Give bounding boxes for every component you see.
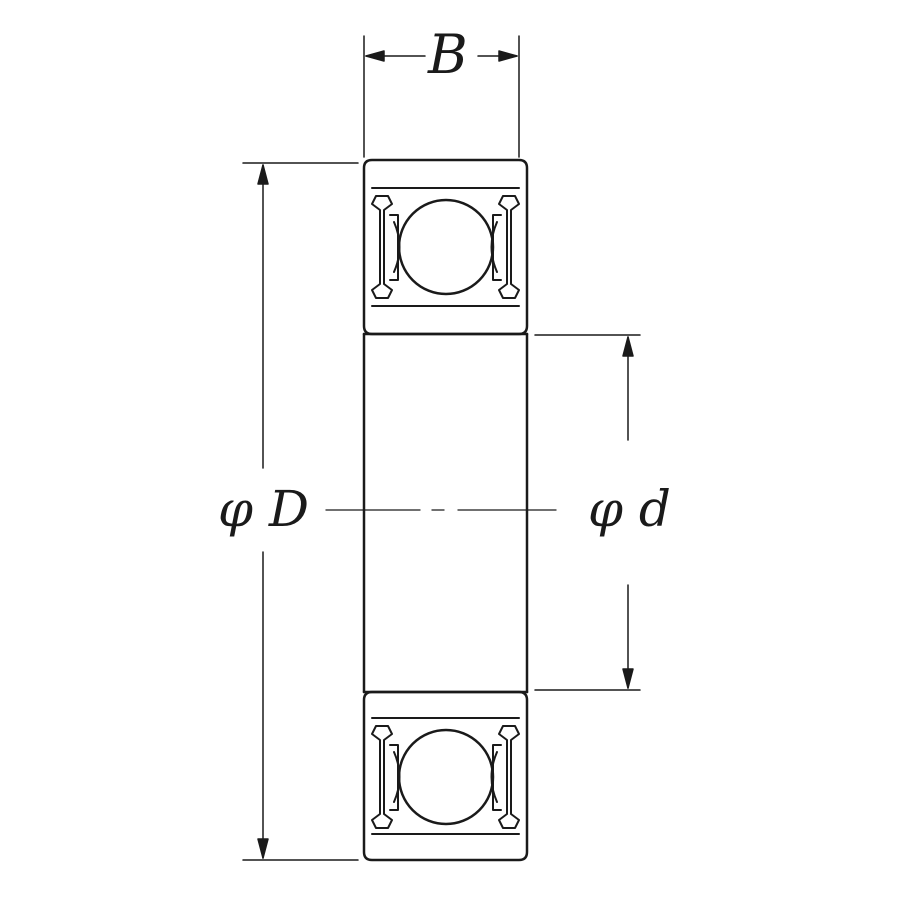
outer-diameter-dimension [242,162,359,861]
top-right-seal-lip [492,214,502,281]
bottom-right-cage [490,751,498,803]
width-label: B [428,23,468,86]
inner-arrow-top [622,336,634,357]
bottom-right-shield [498,725,520,829]
outer-arrow-bottom [257,838,269,859]
top-ring-section [362,158,529,336]
top-left-cage [393,221,401,273]
inner-arrow-bottom [622,668,634,689]
top-left-shield [371,195,393,299]
width-dimension [363,35,520,158]
top-right-shield [498,195,520,299]
bearing-body [362,332,529,694]
top-right-cage [490,221,498,273]
outer-arrow-top [257,164,269,185]
bottom-left-shield [371,725,393,829]
bottom-ball [397,728,495,826]
bottom-ring-section [362,690,529,862]
width-arrow-left [365,50,385,62]
inner-diameter-dimension [534,334,641,691]
inner-diameter-label: φ d [588,480,671,538]
bottom-left-seal-lip [389,744,399,811]
outer-diameter-label: φ D [218,480,309,538]
top-ball [397,198,495,296]
top-ring-outline [362,158,529,336]
bottom-ring-outline [362,690,529,862]
bottom-left-cage [393,751,401,803]
width-arrow-right [498,50,518,62]
top-left-seal-lip [389,214,399,281]
bottom-right-seal-lip [492,744,502,811]
